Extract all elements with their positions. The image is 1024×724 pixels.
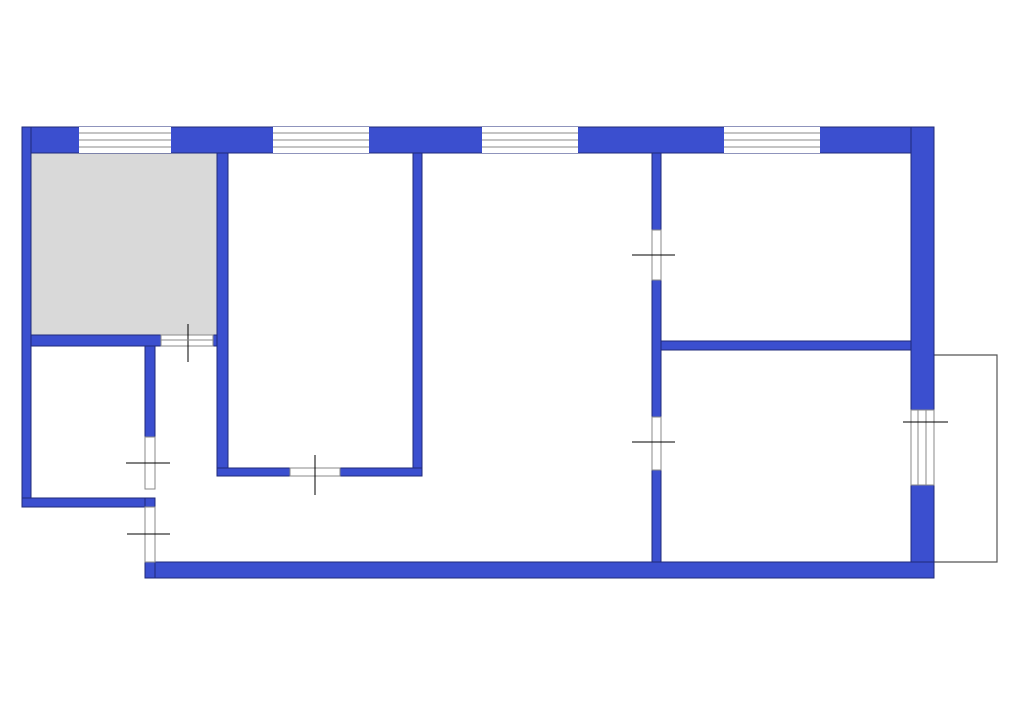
wall-bottom-outer <box>144 561 935 579</box>
room-top-left-shaded <box>31 153 217 335</box>
wall-small-room-right <box>144 336 156 438</box>
door-small-room <box>126 436 170 490</box>
doors <box>126 229 948 563</box>
wall-partition-upper <box>651 152 662 231</box>
door-tall-room <box>289 455 341 495</box>
door-balcony <box>903 409 948 486</box>
window-1 <box>79 127 171 153</box>
windows <box>79 127 820 153</box>
wall-tall-right <box>412 152 423 477</box>
balcony <box>934 354 998 563</box>
room-center-left-tall <box>228 153 413 468</box>
wall-left-outer <box>21 126 32 508</box>
window-3 <box>482 127 578 153</box>
door-shaded-room <box>160 324 214 362</box>
door-right-top-room <box>632 229 675 281</box>
wall-right-outer <box>910 126 935 579</box>
door-right-bottom-room <box>632 416 675 471</box>
door-corridor-left <box>127 506 170 563</box>
room-right-bottom <box>661 350 911 562</box>
window-4 <box>724 127 820 153</box>
wall-tall-left <box>216 152 229 477</box>
wall-partition-lower <box>651 469 662 563</box>
wall-right-rooms-divider <box>660 340 912 351</box>
room-bottom-left-small <box>31 346 145 498</box>
room-floors <box>31 153 911 562</box>
balcony-outline <box>934 354 998 563</box>
wall-partition-mid <box>651 279 662 418</box>
room-right-top <box>661 153 911 341</box>
wall-shaded-bottom <box>30 334 162 347</box>
wall-tall-bottom-right <box>339 467 423 477</box>
window-2 <box>273 127 369 153</box>
wall-tall-bottom-left <box>216 467 291 477</box>
wall-bottom-left <box>21 497 156 508</box>
